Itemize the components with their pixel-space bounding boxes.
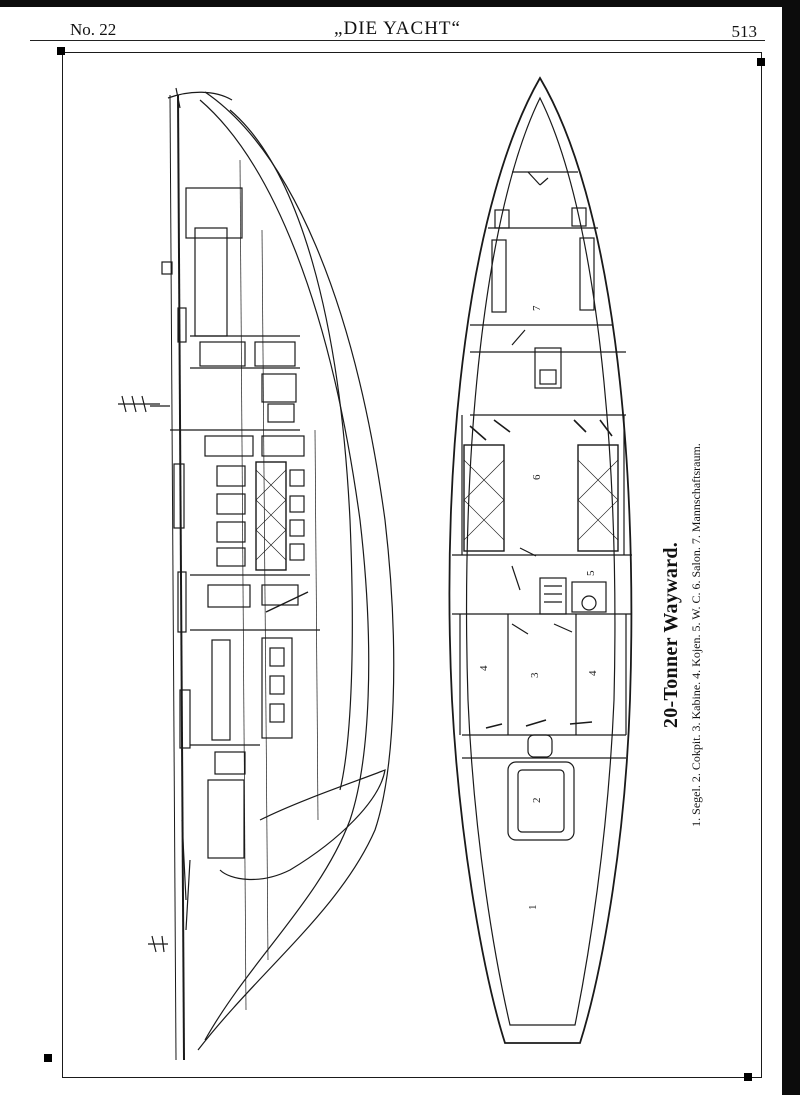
room-number-4-starboard: 4 — [587, 670, 599, 676]
plate-title: 20-Tonner Wayward. — [660, 541, 682, 729]
room-number-2: 2 — [531, 798, 543, 804]
corner-mark — [57, 47, 65, 55]
room-number-7: 7 — [531, 305, 543, 311]
page-header: No. 22 „DIE YACHT“ 513 — [30, 10, 765, 41]
journal-title: „DIE YACHT“ — [334, 18, 461, 39]
corner-mark — [44, 1054, 52, 1062]
scan-edge-right — [782, 0, 800, 1095]
plate-frame — [62, 52, 762, 1078]
room-number-6: 6 — [531, 474, 543, 480]
profile-section — [118, 87, 395, 1061]
issue-number: No. 22 — [70, 20, 117, 39]
plate-legend: 1. Segel. 2. Cokpit. 3. Kabine. 4. Kojen… — [689, 443, 703, 827]
corner-mark — [757, 58, 765, 66]
room-number-3: 3 — [529, 672, 541, 678]
scan-edge-top — [0, 0, 800, 7]
deck-plan — [448, 76, 633, 1044]
corner-mark — [744, 1073, 752, 1081]
room-number-4-port: 4 — [478, 665, 490, 671]
room-number-1: 1 — [527, 905, 539, 911]
page-number: 513 — [731, 22, 758, 41]
room-number-5: 5 — [585, 570, 597, 576]
room-numbers: 1 2 3 4 4 5 6 7 — [478, 305, 599, 910]
